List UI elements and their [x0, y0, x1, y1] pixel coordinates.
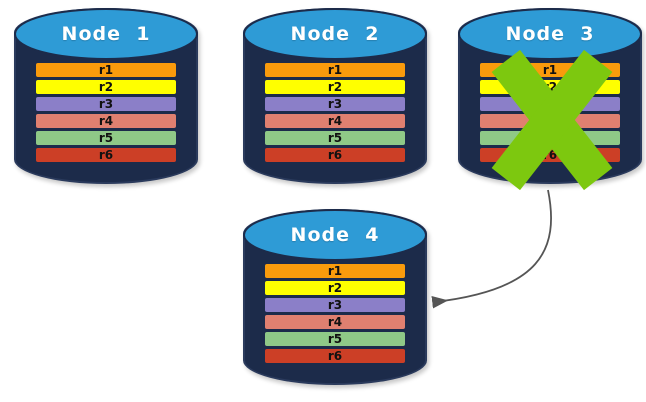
row-bar[interactable]: r5 — [480, 131, 620, 145]
node-row-stack: r1 r2 r3 r4 r5 r6 — [243, 264, 427, 363]
row-bar[interactable]: r5 — [36, 131, 176, 145]
row-bar[interactable]: r6 — [480, 148, 620, 162]
node-cylinder-2[interactable]: Node 2 r1 r2 r3 r4 r5 r6 — [243, 8, 427, 184]
row-bar[interactable]: r1 — [36, 63, 176, 77]
row-bar[interactable]: r3 — [480, 97, 620, 111]
row-bar[interactable]: r6 — [265, 349, 405, 363]
row-bar[interactable]: r4 — [265, 114, 405, 128]
node-cylinder-3[interactable]: Node 3 r1 r2 r3 r4 r5 r6 — [458, 8, 642, 191]
row-bar[interactable]: r2 — [265, 281, 405, 295]
node-row-stack: r1 r2 r3 r4 r5 r6 — [243, 63, 427, 162]
row-bar[interactable]: r6 — [265, 148, 405, 162]
cylinder-top-ellipse — [14, 8, 198, 60]
row-bar[interactable]: r4 — [480, 114, 620, 128]
arrow-path — [431, 189, 552, 309]
row-bar[interactable]: r5 — [265, 131, 405, 145]
row-bar[interactable]: r3 — [36, 97, 176, 111]
row-bar[interactable]: r1 — [265, 264, 405, 278]
node-cylinder-1[interactable]: Node 1 r1 r2 r3 r4 r5 r6 — [14, 8, 198, 184]
row-bar[interactable]: r4 — [36, 114, 176, 128]
node-row-stack: r1 r2 r3 r4 r5 r6 — [14, 63, 198, 162]
node-row-stack: r1 r2 r3 r4 r5 r6 — [458, 63, 642, 162]
row-bar[interactable]: r3 — [265, 97, 405, 111]
cylinder-top-ellipse — [243, 8, 427, 60]
row-bar[interactable]: r5 — [265, 332, 405, 346]
row-bar[interactable]: r4 — [265, 315, 405, 329]
node-cylinder-4[interactable]: Node 4 r1 r2 r3 r4 r5 r6 — [243, 209, 427, 385]
cylinder-top-ellipse — [243, 209, 427, 261]
row-bar[interactable]: r1 — [265, 63, 405, 77]
cylinder-top-ellipse — [458, 8, 642, 60]
row-bar[interactable]: r2 — [265, 80, 405, 94]
row-bar[interactable]: r2 — [36, 80, 176, 94]
row-bar[interactable]: r1 — [480, 63, 620, 77]
row-bar[interactable]: r3 — [265, 298, 405, 312]
row-bar[interactable]: r2 — [480, 80, 620, 94]
row-bar[interactable]: r6 — [36, 148, 176, 162]
